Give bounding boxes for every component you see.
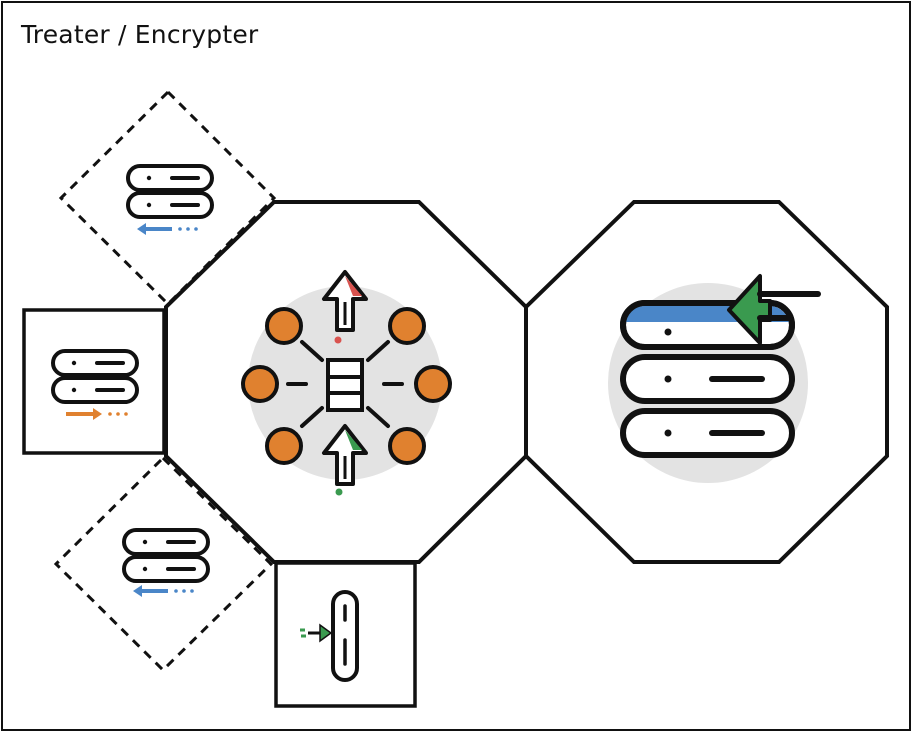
bottom-left-dashed-tile [53, 455, 274, 673]
storage-input-icon [51, 349, 139, 420]
storage-output-icon [126, 164, 214, 235]
storage-output-icon [122, 528, 210, 597]
left-square-tile [22, 308, 166, 455]
storage-ingest-icon [608, 274, 821, 483]
storage-octagon-node [524, 200, 889, 564]
input-port-icon [300, 590, 359, 682]
distributed-processor-icon [241, 270, 452, 496]
bottom-square-tile [274, 561, 417, 708]
diagram-title: Treater / Encrypter [21, 20, 259, 49]
main-octagon-node [164, 200, 528, 564]
